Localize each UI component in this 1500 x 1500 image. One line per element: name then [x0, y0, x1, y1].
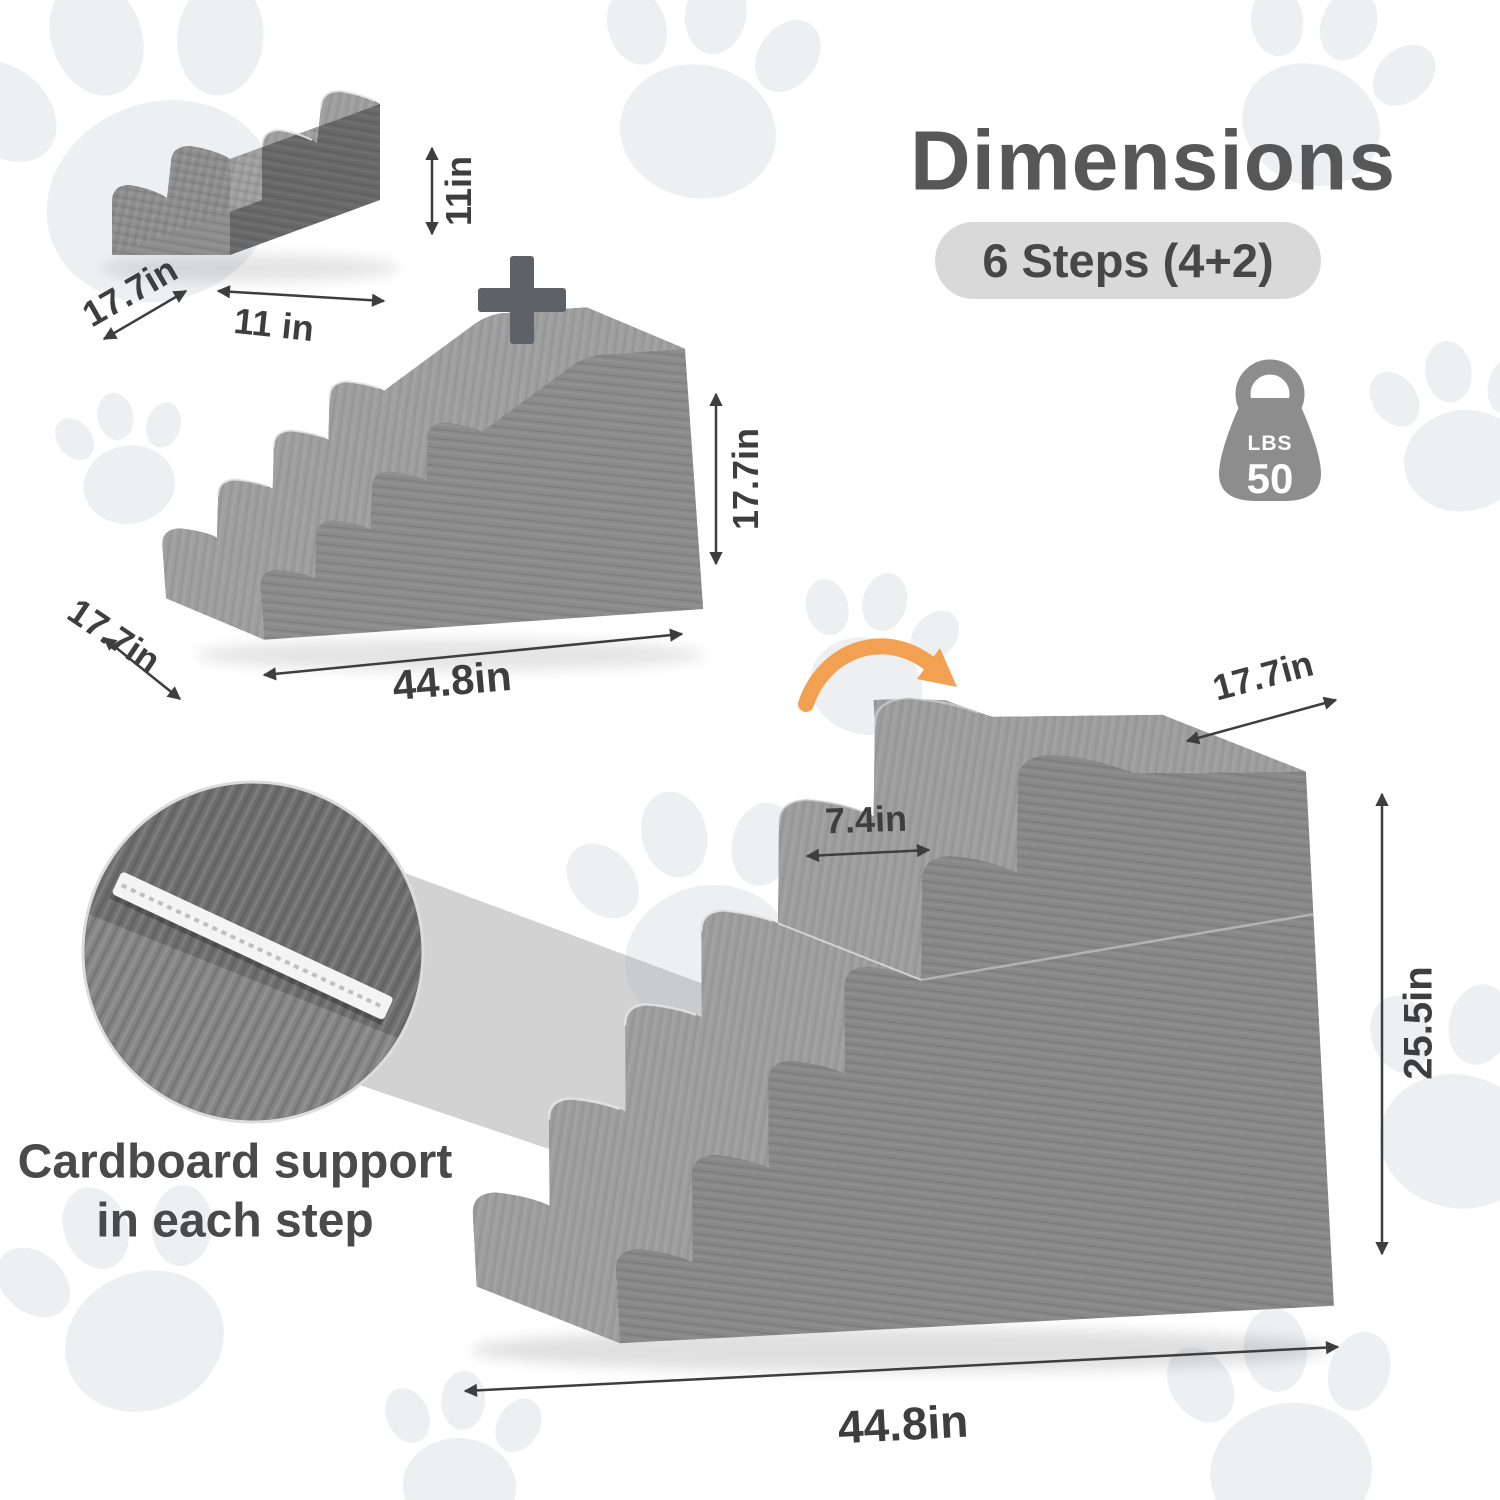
unit-seam-line — [921, 913, 1314, 982]
dim-arrow-large-depth — [1185, 696, 1338, 745]
paw-print-icon — [1148, 1295, 1421, 1500]
unit-seam-line — [777, 922, 922, 981]
weight-icon — [1219, 359, 1321, 501]
cardboard-edge-line — [547, 908, 773, 1120]
cardboard-strip — [109, 872, 393, 1026]
dim-small-height: 11in — [438, 155, 479, 227]
caption-line1: Cardboard support — [17, 1135, 453, 1189]
dim-arrow-large-tread — [805, 843, 931, 863]
paw-print-icon — [42, 380, 205, 536]
zoom-inset-circle — [81, 780, 425, 1124]
paw-print-icon — [565, 0, 843, 218]
dim-large-length: 44.8in — [836, 1394, 970, 1454]
cardboard-edge-line — [777, 697, 979, 826]
caption-line2: in each step — [96, 1194, 374, 1247]
shadow — [100, 254, 400, 282]
paw-print-icon — [1354, 328, 1500, 524]
dim-large-tread: 7.4in — [824, 797, 908, 842]
cardboard-edge-line — [261, 89, 376, 148]
dim-arrow-medium-length — [262, 628, 684, 681]
dim-arrow-small-width — [216, 285, 386, 307]
dim-small-width: 11 in — [232, 299, 317, 350]
plus-icon — [478, 256, 566, 344]
dim-arrow-large-length — [463, 1340, 1340, 1398]
dim-arrow-medium-depth — [102, 637, 182, 700]
dim-medium-height: 17.7in — [725, 427, 766, 531]
steps-badge: 6 Steps (4+2) — [935, 222, 1321, 299]
curved-arrow-icon — [798, 638, 957, 712]
small-stair-illustration — [112, 89, 380, 255]
medium-stair-illustration — [162, 307, 704, 640]
paw-print-icon — [367, 1364, 554, 1500]
dim-arrow-small-depth — [102, 289, 188, 341]
page-title: Dimensions — [909, 113, 1397, 208]
weight-value-label: 50 — [1246, 455, 1294, 502]
cardboard-edge-line — [217, 380, 380, 497]
weight-unit-label: LBS — [1247, 432, 1293, 455]
dimension-arrows — [102, 146, 1389, 1398]
dim-large-height: 25.5in — [1396, 966, 1441, 1080]
large-stair-illustration — [472, 697, 1334, 1344]
inset-caption: Cardboard support in each step — [18, 1133, 453, 1250]
